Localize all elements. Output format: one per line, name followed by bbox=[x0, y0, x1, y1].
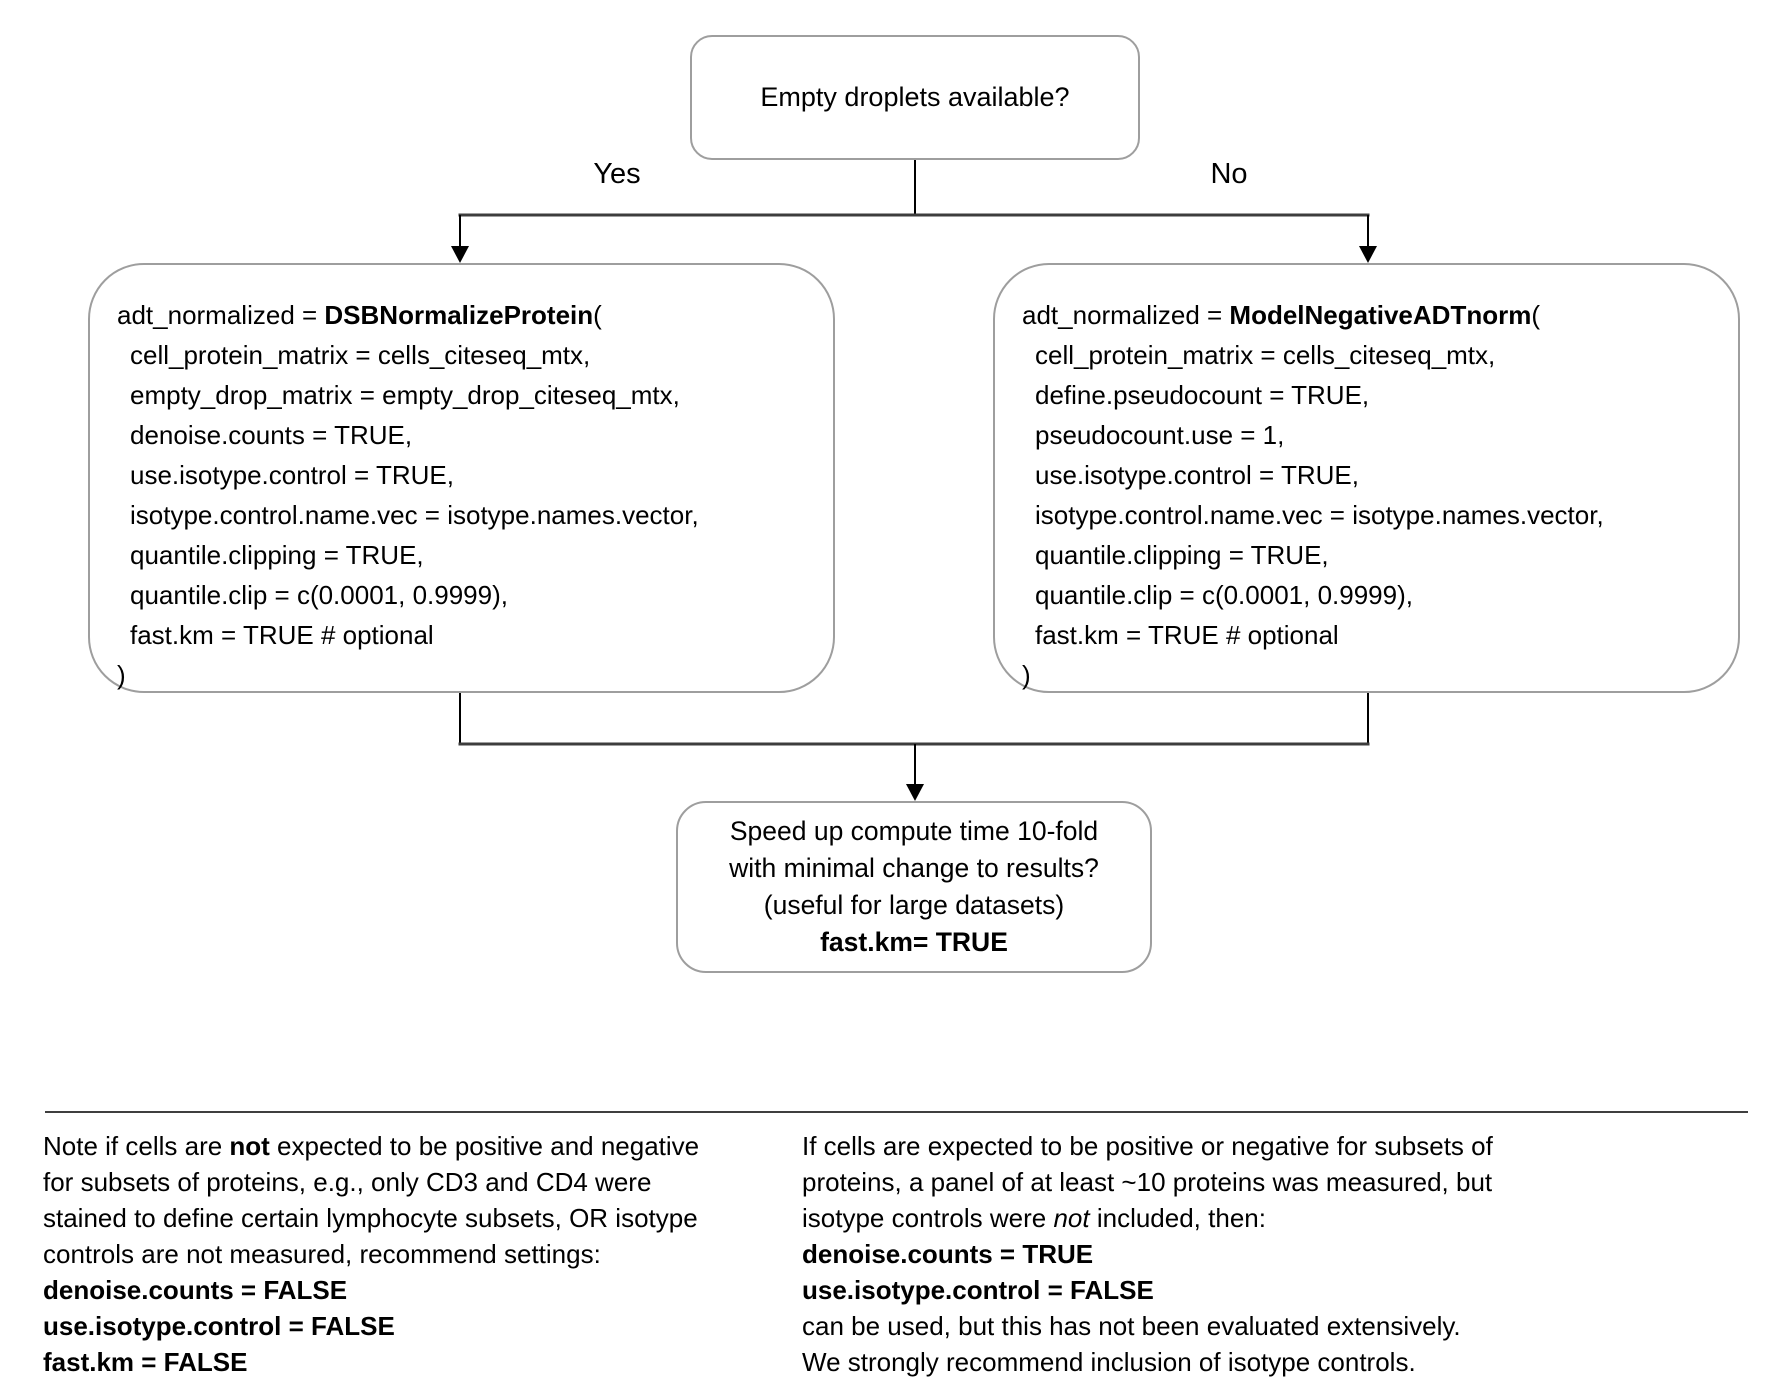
footnote-right: If cells are expected to be positive or … bbox=[802, 1128, 1592, 1380]
code-arg-line: cell_protein_matrix = cells_citeseq_mtx, bbox=[130, 340, 591, 370]
note-line: controls are not measured, recommend set… bbox=[43, 1239, 601, 1269]
result-line-4: fast.km= TRUE bbox=[820, 927, 1008, 957]
open-paren: ( bbox=[593, 300, 602, 330]
code-arg-line: use.isotype.control = TRUE, bbox=[130, 460, 454, 490]
code-arg-line: fast.km = TRUE # optional bbox=[130, 620, 434, 650]
function-name: DSBNormalizeProtein bbox=[324, 300, 594, 330]
footnote-divider bbox=[45, 1111, 1748, 1113]
note-line: use.isotype.control = FALSE bbox=[43, 1311, 395, 1341]
note-line: use.isotype.control = FALSE bbox=[802, 1275, 1154, 1305]
branch-label-no: No bbox=[1210, 158, 1248, 190]
result-line-1: Speed up compute time 10-fold bbox=[729, 816, 1099, 846]
open-paren: ( bbox=[1531, 300, 1540, 330]
note-line: If cells are expected to be positive or … bbox=[802, 1131, 1493, 1161]
note-line: isotype controls were not included, then… bbox=[802, 1203, 1266, 1233]
code-arg-line: define.pseudocount = TRUE, bbox=[1035, 380, 1370, 410]
result-line-3: (useful for large datasets) bbox=[763, 890, 1065, 920]
code-arg-line: pseudocount.use = 1, bbox=[1035, 420, 1285, 450]
result-line-2: with minimal change to results? bbox=[729, 853, 1099, 883]
code-assign: adt_normalized = bbox=[1022, 300, 1230, 330]
note-line: We strongly recommend inclusion of isoty… bbox=[802, 1347, 1416, 1377]
code-arg-list: cell_protein_matrix = cells_citeseq_mtx,… bbox=[117, 335, 813, 655]
arrowhead-result bbox=[906, 784, 924, 801]
arrowhead-yes bbox=[451, 246, 469, 263]
close-paren-line: ) bbox=[1022, 660, 1031, 690]
note-line: proteins, a panel of at least ~10 protei… bbox=[802, 1167, 1493, 1197]
note-line: fast.km = FALSE bbox=[43, 1347, 248, 1377]
code-arg-line: quantile.clip = c(0.0001, 0.9999), bbox=[1035, 580, 1413, 610]
note-line: for subsets of proteins, e.g., only CD3 … bbox=[43, 1167, 652, 1197]
code-arg-line: denoise.counts = TRUE, bbox=[130, 420, 413, 450]
decision-box: Empty droplets available? bbox=[690, 35, 1140, 160]
footnote-left: Note if cells are not expected to be pos… bbox=[43, 1128, 763, 1380]
code-arg-line: cell_protein_matrix = cells_citeseq_mtx, bbox=[1035, 340, 1496, 370]
note-line: Note if cells are not expected to be pos… bbox=[43, 1131, 700, 1161]
function-name: ModelNegativeADTnorm bbox=[1229, 300, 1532, 330]
code-arg-line: empty_drop_matrix = empty_drop_citeseq_m… bbox=[130, 380, 680, 410]
code-arg-line: quantile.clipping = TRUE, bbox=[130, 540, 424, 570]
result-box: Speed up compute time 10-fold with minim… bbox=[676, 801, 1152, 973]
close-paren-line: ) bbox=[117, 660, 126, 690]
decision-text: Empty droplets available? bbox=[760, 82, 1070, 112]
code-arg-line: use.isotype.control = TRUE, bbox=[1035, 460, 1359, 490]
code-call-line: adt_normalized = DSBNormalizeProtein( bbox=[117, 295, 813, 335]
code-arg-line: quantile.clip = c(0.0001, 0.9999), bbox=[130, 580, 508, 610]
code-arg-line: isotype.control.name.vec = isotype.names… bbox=[1035, 500, 1604, 530]
arrowhead-no bbox=[1359, 246, 1377, 263]
model-negative-code-box: adt_normalized = ModelNegativeADTnorm( c… bbox=[993, 263, 1740, 693]
code-arg-list: cell_protein_matrix = cells_citeseq_mtx,… bbox=[1022, 335, 1718, 655]
branch-label-yes: Yes bbox=[593, 158, 641, 190]
code-call-line: adt_normalized = ModelNegativeADTnorm( bbox=[1022, 295, 1718, 335]
note-line: can be used, but this has not been evalu… bbox=[802, 1311, 1461, 1341]
dsb-normalize-code-box: adt_normalized = DSBNormalizeProtein( ce… bbox=[88, 263, 835, 693]
note-line: denoise.counts = FALSE bbox=[43, 1275, 348, 1305]
note-line: denoise.counts = TRUE bbox=[802, 1239, 1094, 1269]
note-line: stained to define certain lymphocyte sub… bbox=[43, 1203, 698, 1233]
code-arg-line: fast.km = TRUE # optional bbox=[1035, 620, 1339, 650]
code-arg-line: isotype.control.name.vec = isotype.names… bbox=[130, 500, 699, 530]
code-arg-line: quantile.clipping = TRUE, bbox=[1035, 540, 1329, 570]
code-assign: adt_normalized = bbox=[117, 300, 325, 330]
